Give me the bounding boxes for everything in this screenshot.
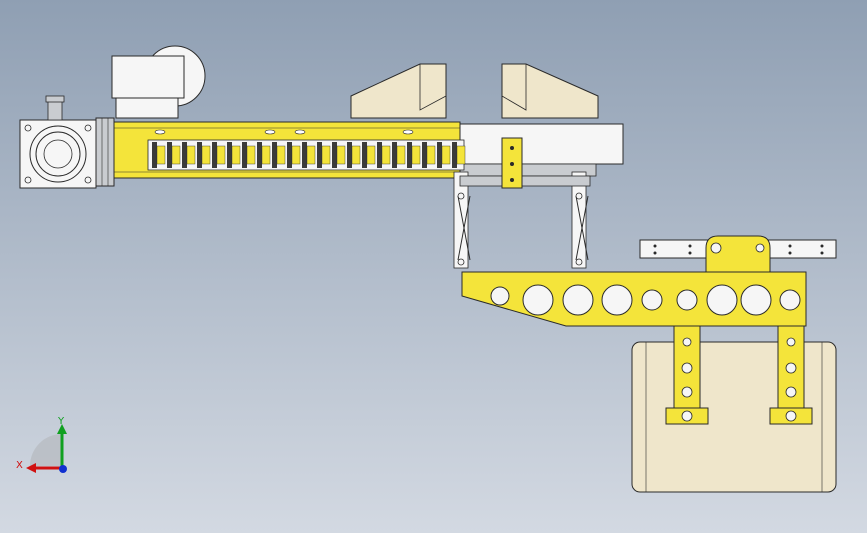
chain-link-plate [321, 145, 331, 165]
chain-link-plate [231, 145, 241, 165]
finger-hole [785, 410, 797, 422]
chain-link [407, 142, 412, 168]
beam-hole [779, 289, 801, 311]
chain-link-plate [156, 145, 166, 165]
chain-link [392, 142, 397, 168]
upper-guide-block-left [350, 63, 447, 119]
chain-link [422, 142, 427, 168]
finger-hole [785, 362, 797, 374]
arm-holes [490, 284, 801, 316]
chain-link [347, 142, 352, 168]
chain-link [302, 142, 307, 168]
hanger-links [453, 171, 591, 269]
beam-hole [676, 289, 698, 311]
finger-hole [785, 386, 797, 398]
finger-hole [682, 337, 692, 347]
servo-motor [19, 95, 97, 189]
chain-link [167, 142, 172, 168]
cable-drag-chain [147, 139, 466, 171]
chain-link [437, 142, 442, 168]
beam-hole [522, 284, 554, 316]
chain-link [452, 142, 457, 168]
chain-link-plate [171, 145, 181, 165]
chain-link-plate [291, 145, 301, 165]
chain-link [272, 142, 277, 168]
upper-guide-block-right [501, 63, 599, 119]
chain-link [212, 142, 217, 168]
chain-link [377, 142, 382, 168]
main-arm-beam [461, 271, 807, 327]
chain-link-plate [306, 145, 316, 165]
chain-link [197, 142, 202, 168]
chain-link-plate [276, 145, 286, 165]
chain-link-plate [201, 145, 211, 165]
chain-link-plate [186, 145, 196, 165]
beam-hole [601, 284, 633, 316]
chain-link [152, 142, 157, 168]
chain-link [317, 142, 322, 168]
chain-link-plate [441, 145, 451, 165]
beam-hole [490, 286, 510, 306]
chain-link [227, 142, 232, 168]
beam-hole [562, 284, 594, 316]
carriage-bracket [501, 137, 523, 189]
carriage-plate [455, 123, 624, 177]
finger-hole [681, 410, 693, 422]
chain-link-plate [381, 145, 391, 165]
beam-hole [641, 289, 663, 311]
beam-hole [706, 284, 738, 316]
mount-tab [705, 235, 771, 273]
chain-link-plate [216, 145, 226, 165]
chain-link [182, 142, 187, 168]
chain-link [257, 142, 262, 168]
chain-link-plate [411, 145, 421, 165]
finger-left [665, 325, 709, 425]
finger-hole [786, 337, 796, 347]
finger-right [769, 325, 813, 425]
z-axis-dot [59, 465, 67, 473]
y-axis-label: Y [57, 416, 65, 427]
chain-link [287, 142, 292, 168]
motor-flange [95, 117, 115, 187]
finger-hole [681, 386, 693, 398]
chain-link-plate [336, 145, 346, 165]
chain-link [242, 142, 247, 168]
finger-hole [681, 362, 693, 374]
chain-link-plate [246, 145, 256, 165]
coordinate-triad: Y X [16, 416, 67, 473]
x-axis-label: X [16, 460, 23, 471]
chain-link-plate [261, 145, 271, 165]
chain-link [362, 142, 367, 168]
chain-link-plate [396, 145, 406, 165]
chain-link-plate [426, 145, 436, 165]
chain-link-plate [366, 145, 376, 165]
chain-link [332, 142, 337, 168]
gearbox-housing [111, 45, 206, 119]
chain-link-plate [351, 145, 361, 165]
chain-link-plate [456, 145, 466, 165]
beam-hole [740, 284, 772, 316]
